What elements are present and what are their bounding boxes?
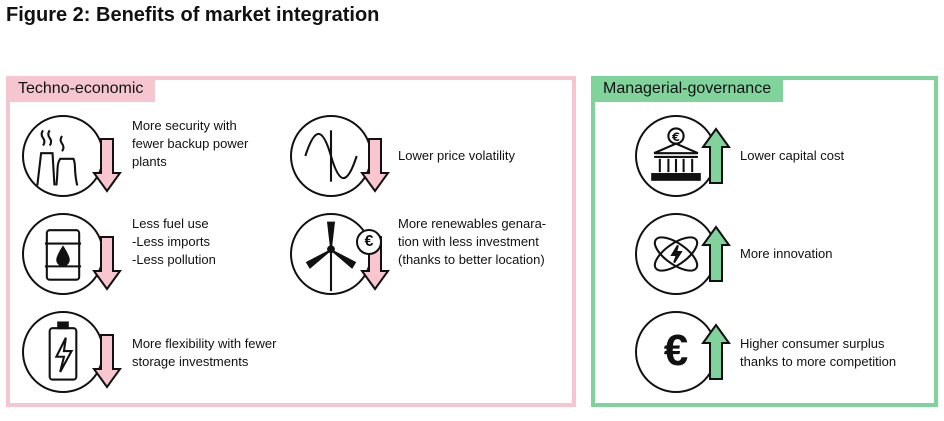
benefit-label: More security with fewer backup power pl…	[132, 118, 249, 169]
sine-wave-icon	[290, 115, 372, 197]
oil-barrel-icon	[22, 213, 104, 295]
benefit-label: Higher consumer surplus thanks to more c…	[740, 336, 897, 369]
techno-economic-panel: Techno-economic More security with fewer…	[6, 76, 576, 407]
benefit-label: Less fuel use -Less imports -Less pollut…	[132, 216, 216, 267]
down-arrow-icon	[360, 138, 390, 193]
down-arrow-icon	[92, 138, 122, 193]
techno-economic-tag: Techno-economic	[6, 76, 156, 102]
power-plant-icon	[22, 115, 104, 197]
up-arrow-icon	[701, 225, 731, 282]
euro-coin-icon: €	[356, 229, 382, 255]
down-arrow-icon	[92, 334, 122, 389]
up-arrow-icon	[701, 127, 731, 184]
euro-icon: €	[635, 311, 717, 393]
bank-icon: €	[635, 115, 717, 197]
benefit-label: More innovation	[740, 246, 833, 261]
managerial-governance-tag: Managerial-governance	[591, 76, 784, 102]
benefit-label: Lower capital cost	[740, 148, 845, 163]
down-arrow-icon	[92, 236, 122, 291]
managerial-governance-panel: Managerial-governance € Lower capital co…	[591, 76, 938, 407]
figure-title: Figure 2: Benefits of market integration	[6, 4, 380, 26]
svg-text:€: €	[671, 130, 680, 144]
benefit-label: More flexibility with fewer storage inve…	[132, 336, 277, 369]
benefit-label: More renewables genara- tion with less i…	[398, 216, 547, 267]
wind-turbine-icon	[290, 213, 372, 295]
up-arrow-icon	[701, 323, 731, 380]
benefit-label: Lower price volatility	[398, 148, 516, 163]
